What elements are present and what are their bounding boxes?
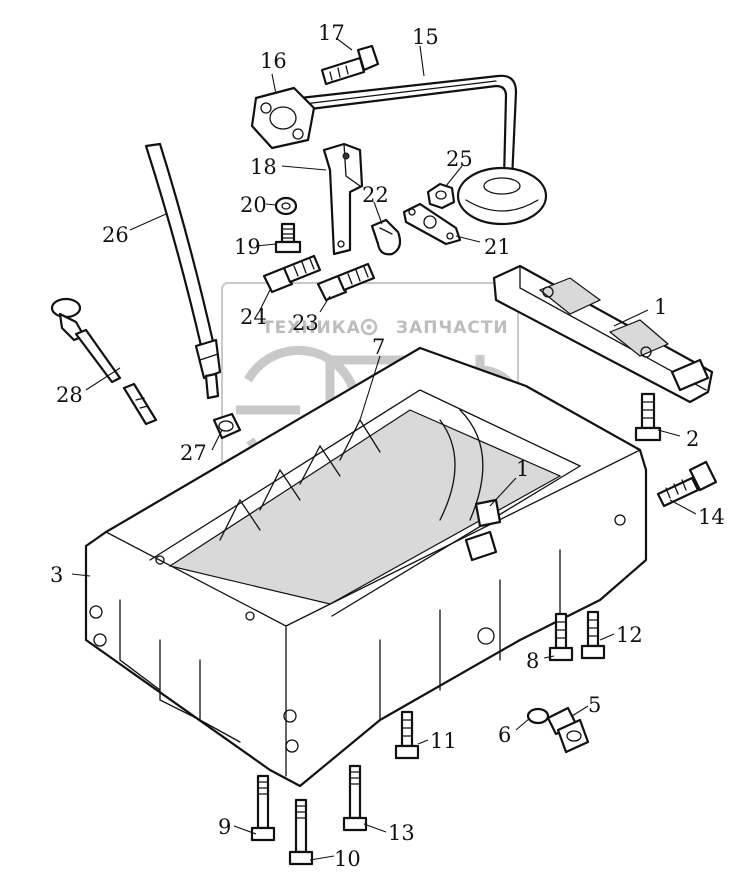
bracket-bolt-23 bbox=[316, 262, 376, 302]
clamp-plate bbox=[402, 202, 462, 246]
callout-12: 12 bbox=[616, 623, 643, 647]
gear-icon bbox=[360, 318, 378, 336]
pipe-flange bbox=[250, 86, 316, 150]
callout-1: 1 bbox=[654, 295, 667, 319]
callout-22: 22 bbox=[362, 183, 389, 207]
callout-11: 11 bbox=[430, 729, 457, 753]
bracket-bolt-24 bbox=[262, 254, 322, 294]
long-bolt-9 bbox=[250, 774, 276, 842]
callout-24: 24 bbox=[240, 305, 267, 329]
callout-25: 25 bbox=[446, 147, 473, 171]
callout-3: 3 bbox=[50, 563, 63, 587]
callout-28: 28 bbox=[56, 383, 83, 407]
callout-8: 8 bbox=[526, 649, 539, 673]
dipstick bbox=[50, 297, 158, 426]
callout-14: 14 bbox=[698, 505, 725, 529]
callout-15: 15 bbox=[412, 25, 439, 49]
pan-bolt-12 bbox=[580, 610, 606, 660]
callout-6: 6 bbox=[498, 723, 511, 747]
callout-23: 23 bbox=[292, 311, 319, 335]
long-bolt-10 bbox=[288, 798, 314, 866]
callout-18: 18 bbox=[250, 155, 277, 179]
callout-26: 26 bbox=[102, 223, 129, 247]
pan-bolt-8 bbox=[548, 612, 574, 662]
callout-5: 5 bbox=[588, 693, 601, 717]
oil-pan-body bbox=[84, 346, 648, 788]
callout-7: 7 bbox=[372, 335, 385, 359]
callout-1-secondary: 1 bbox=[516, 457, 529, 481]
drain-plug bbox=[546, 706, 590, 754]
callout-21: 21 bbox=[484, 235, 511, 259]
watermark-brand-left: ТЕХНИКА bbox=[262, 318, 361, 338]
callout-9: 9 bbox=[218, 815, 231, 839]
pipe-bracket bbox=[322, 142, 364, 256]
long-bolt-13 bbox=[342, 764, 368, 832]
washer bbox=[274, 196, 298, 216]
callout-20: 20 bbox=[240, 193, 267, 217]
callout-19: 19 bbox=[234, 235, 261, 259]
oil-pickup-pipe bbox=[298, 74, 548, 226]
watermark-brand-right: ЗАПЧАСТИ bbox=[396, 318, 509, 338]
callout-2: 2 bbox=[686, 427, 699, 451]
callout-labels: 1 1 2 3 5 6 7 8 9 10 11 12 13 14 15 16 1… bbox=[50, 21, 725, 871]
callout-10: 10 bbox=[334, 847, 361, 871]
stiffener-bolt bbox=[634, 392, 662, 442]
callout-13: 13 bbox=[388, 821, 415, 845]
callout-27: 27 bbox=[180, 441, 207, 465]
tube-grommet bbox=[212, 412, 242, 440]
callout-17: 17 bbox=[318, 21, 345, 45]
flange-bolt bbox=[320, 44, 380, 86]
side-bolt bbox=[656, 460, 718, 508]
flange-nut bbox=[426, 182, 456, 210]
dipstick-tube bbox=[144, 142, 222, 400]
pan-bolt-11 bbox=[394, 710, 420, 760]
callout-16: 16 bbox=[260, 49, 287, 73]
pipe-clip bbox=[370, 218, 402, 256]
drain-plug-seal bbox=[526, 707, 550, 725]
bracket-bolt-small bbox=[274, 222, 302, 254]
stiffener-bar bbox=[492, 264, 714, 404]
pickup-screen bbox=[456, 166, 548, 226]
leader-lines bbox=[71, 37, 697, 861]
